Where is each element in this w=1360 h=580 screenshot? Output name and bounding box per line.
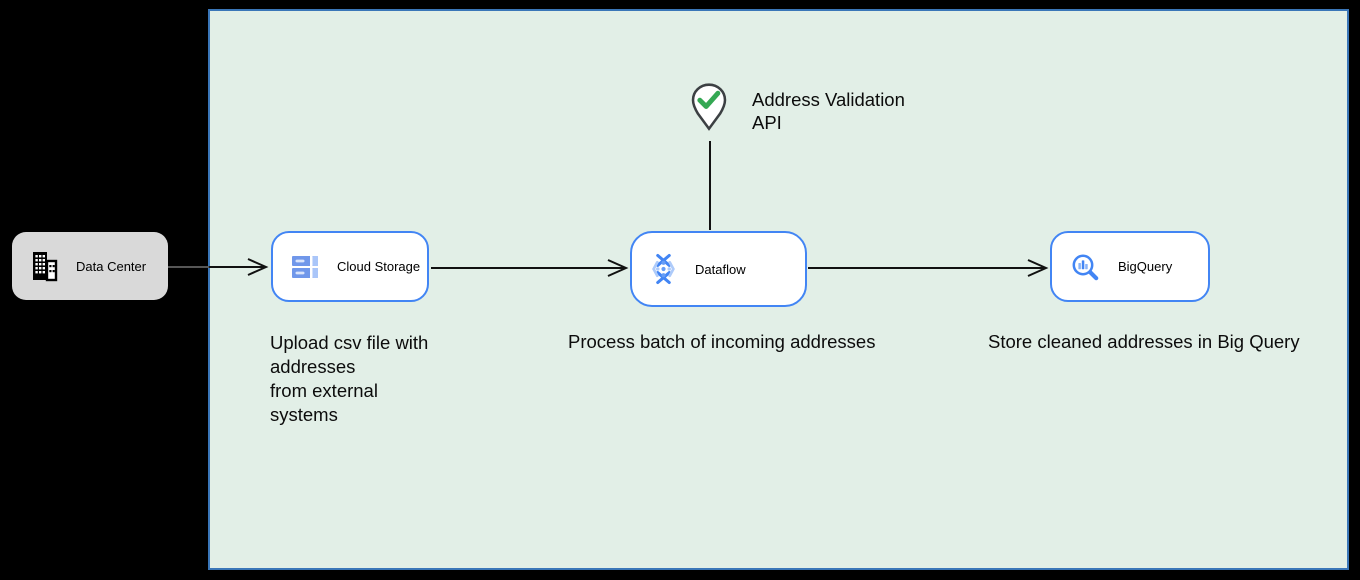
node-data-center-label: Data Center [76, 258, 147, 274]
node-dataflow[interactable]: Dataflow [630, 231, 807, 307]
address-validation-pin[interactable] [690, 80, 728, 134]
node-data-center[interactable]: Data Center [12, 232, 168, 300]
node-bigquery-label: BigQuery [1118, 259, 1173, 274]
building-icon [30, 250, 58, 282]
node-cloud-storage[interactable]: Cloud Storage [271, 231, 429, 302]
node-cloud-storage-label: Cloud Storage [337, 259, 421, 274]
check-icon [697, 90, 721, 109]
dataflow-helix-icon [650, 252, 677, 286]
node-bigquery[interactable]: BigQuery [1050, 231, 1210, 302]
caption-store: Store cleaned addresses in Big Query [988, 331, 1300, 352]
caption-upload: Upload csv file with addresses from exte… [270, 332, 429, 425]
map-pin-check-icon [690, 80, 728, 134]
address-validation-label: Address Validation API [752, 89, 905, 133]
storage-buckets-icon [291, 254, 319, 280]
node-dataflow-label: Dataflow [695, 261, 746, 277]
caption-process: Process batch of incoming addresses [568, 331, 876, 352]
magnifier-chart-icon [1070, 252, 1100, 282]
